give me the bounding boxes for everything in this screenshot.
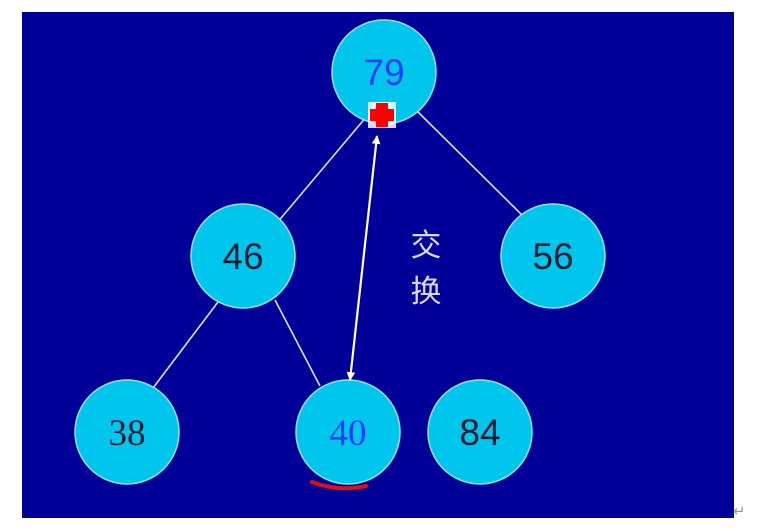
node-value: 56: [532, 236, 573, 277]
slide-background: 79 46 56 38 40 84 交换: [22, 12, 734, 518]
node-value: 79: [363, 52, 404, 93]
red-underline-mark: [310, 480, 368, 491]
tree-node-38: 38: [74, 379, 180, 485]
node-value: 84: [459, 412, 500, 453]
red-cross-marker-icon: [368, 102, 396, 128]
tree-edge-n79-n46: [275, 115, 368, 225]
tree-node-46: 46: [190, 203, 296, 309]
tree-node-79: 79: [331, 19, 437, 125]
tree-node-40: 40: [295, 379, 401, 485]
tree-edge-n46-n38: [149, 301, 219, 393]
node-circle: [500, 203, 606, 309]
swap-label: 交换: [411, 228, 442, 310]
tree-node-56: 56: [500, 203, 606, 309]
tree-edge-n46-n40: [274, 299, 321, 387]
heap-tree-diagram: 79 46 56 38 40 84 交换: [74, 19, 606, 491]
tree-edge-n79-n56: [417, 111, 526, 219]
node-circle: [427, 379, 533, 485]
node-circle: [190, 203, 296, 309]
paragraph-return-mark: ↵: [733, 502, 746, 520]
node-value: 46: [222, 236, 263, 277]
node-value: 38: [109, 413, 146, 454]
node-value: 40: [330, 413, 367, 454]
node-circle: [74, 379, 180, 485]
swap-arrow: [346, 135, 381, 381]
tree-node-84: 84: [427, 379, 533, 485]
